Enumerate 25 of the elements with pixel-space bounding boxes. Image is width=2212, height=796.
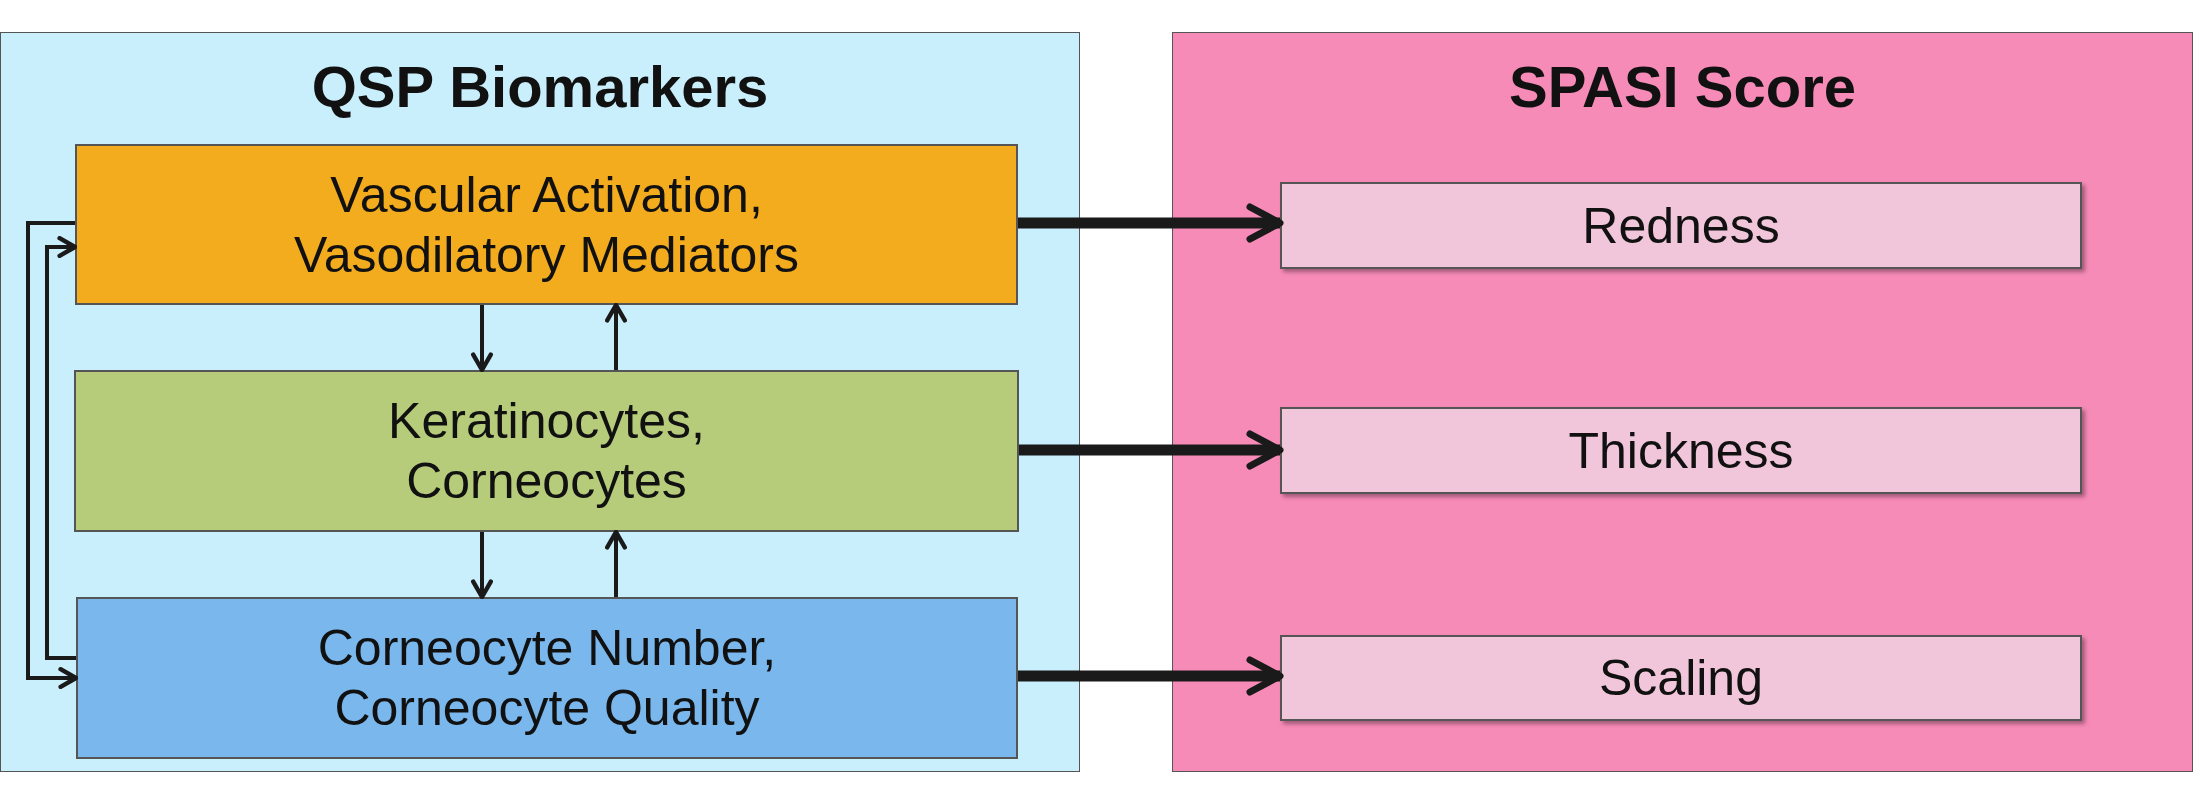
arrow	[605, 302, 627, 370]
box-label: Thickness	[1568, 421, 1794, 481]
arrow	[45, 236, 78, 660]
label-box	[1280, 182, 2082, 269]
arrow	[471, 532, 493, 600]
label-box	[76, 597, 1018, 759]
arrow	[1018, 203, 1284, 243]
arrow	[471, 305, 493, 373]
group-panel	[0, 32, 1080, 772]
box-label: Redness	[1582, 196, 1780, 256]
panel-title: QSP Biomarkers	[311, 55, 769, 119]
arrow	[26, 221, 79, 689]
group-panel	[1172, 32, 2193, 772]
panel-title: SPASI Score	[1508, 55, 1857, 119]
box-label: Corneocyte Number, Corneocyte Quality	[316, 619, 778, 738]
box-label: Keratinocytes, Corneocytes	[387, 392, 706, 511]
arrow	[1019, 430, 1284, 470]
arrow	[605, 529, 627, 597]
label-box	[75, 144, 1018, 305]
arrow	[1018, 656, 1284, 696]
box-label: Vascular Activation, Vasodilatory Mediators	[293, 165, 800, 285]
box-label: Scaling	[1599, 649, 1763, 708]
label-box	[74, 370, 1019, 532]
label-box	[1280, 407, 2082, 494]
label-box	[1280, 635, 2082, 721]
